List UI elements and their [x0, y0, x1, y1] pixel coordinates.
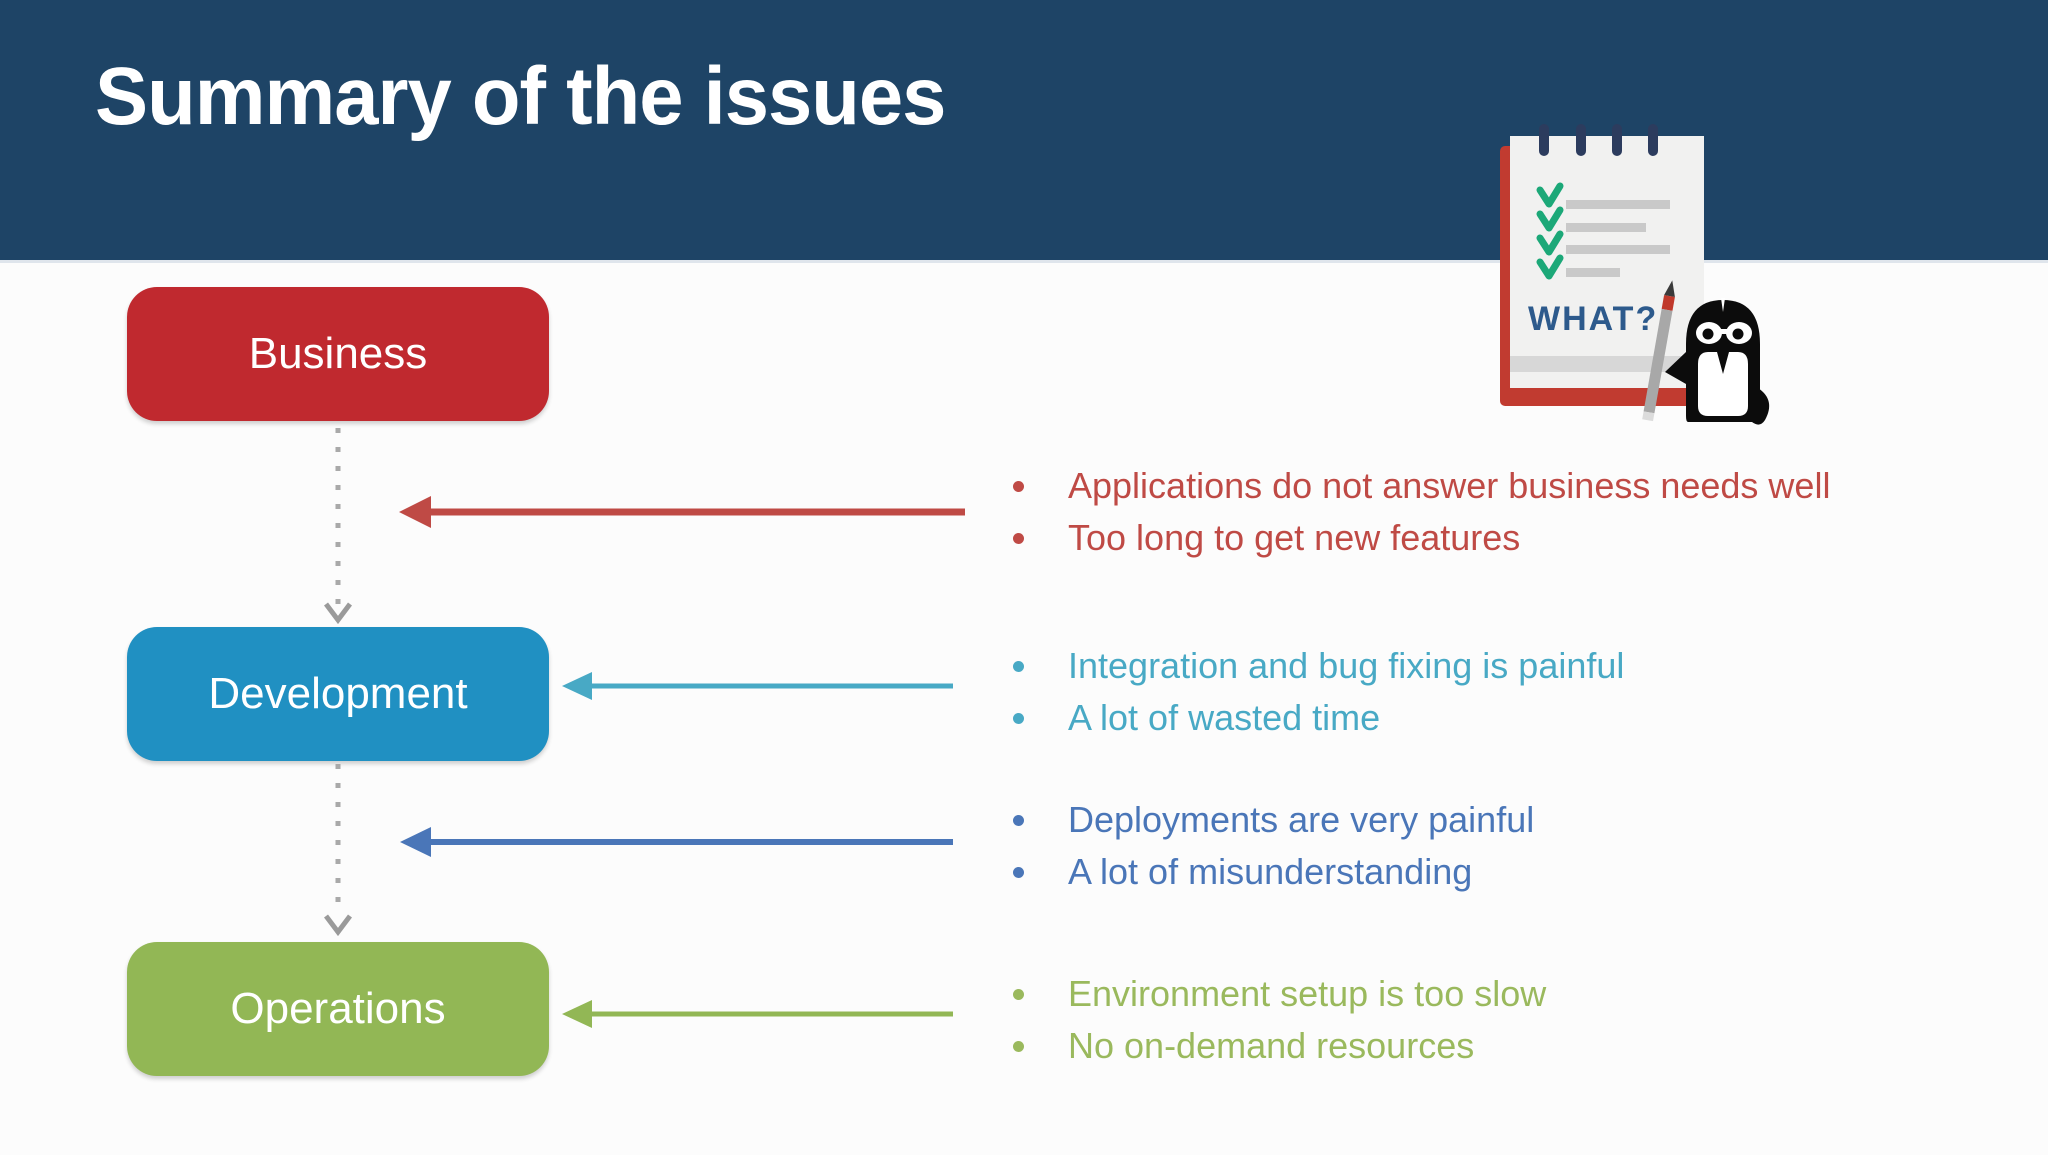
bullet-icon — [1013, 480, 1024, 492]
flow-box-label: Operations — [230, 984, 446, 1033]
dotted-connector-development-operations — [324, 764, 352, 937]
bullet-icon — [1013, 866, 1024, 878]
issue-text: No on-demand resources — [1068, 1025, 1475, 1066]
list-item: Too long to get new features — [995, 512, 1830, 564]
issue-text: Applications do not answer business need… — [1068, 465, 1831, 506]
issue-text: Too long to get new features — [1068, 517, 1521, 558]
issue-group-operations: Environment setup is too slow No on-dema… — [995, 968, 1546, 1072]
arrow-operations-issues — [562, 1000, 953, 1028]
issue-group-deployment: Deployments are very painful A lot of mi… — [995, 794, 1534, 898]
pencil-icon — [1642, 280, 1675, 422]
issue-text: Deployments are very painful — [1068, 799, 1535, 840]
list-item: Deployments are very painful — [995, 794, 1534, 846]
arrow-development-issues — [562, 672, 953, 700]
chevron-down-icon — [324, 602, 352, 625]
list-item: No on-demand resources — [995, 1020, 1546, 1072]
bullet-icon — [1013, 988, 1024, 1000]
issue-text: Environment setup is too slow — [1068, 973, 1547, 1014]
issue-group-development: Integration and bug fixing is painful A … — [995, 640, 1624, 744]
bullet-icon — [1013, 814, 1024, 826]
issue-group-business: Applications do not answer business need… — [995, 460, 1830, 564]
list-item: A lot of wasted time — [995, 692, 1624, 744]
flow-box-label: Development — [208, 669, 468, 718]
issue-text: Integration and bug fixing is painful — [1068, 645, 1625, 686]
arrow-deployment-issues — [400, 827, 953, 857]
header-band: Summary of the issues — [0, 0, 2048, 263]
checklist-icon — [1536, 182, 1670, 280]
bullet-icon — [1013, 1040, 1024, 1052]
flow-box-operations: Operations — [127, 942, 549, 1076]
list-item: Applications do not answer business need… — [995, 460, 1830, 512]
page-title: Summary of the issues — [95, 51, 946, 142]
issue-text: A lot of wasted time — [1068, 697, 1381, 738]
flow-box-development: Development — [127, 627, 549, 761]
bullet-icon — [1013, 712, 1024, 724]
flow-box-label: Business — [248, 329, 428, 378]
flow-box-business: Business — [127, 287, 549, 421]
issue-text: A lot of misunderstanding — [1068, 851, 1473, 892]
dotted-connector-business-development — [324, 428, 352, 625]
arrow-business-issues — [399, 496, 965, 528]
notepad-illustration: WHAT? — [1500, 124, 1770, 425]
list-item: Integration and bug fixing is painful — [995, 640, 1624, 692]
glasses-icon — [1696, 322, 1752, 344]
penguin-icon — [1665, 298, 1770, 425]
what-label: WHAT? — [1528, 300, 1658, 338]
list-item: Environment setup is too slow — [995, 968, 1546, 1020]
list-item: A lot of misunderstanding — [995, 846, 1534, 898]
bullet-icon — [1013, 532, 1024, 544]
chevron-down-icon — [324, 914, 352, 937]
bullet-icon — [1013, 660, 1024, 672]
binder-rings-icon — [1539, 124, 1658, 156]
